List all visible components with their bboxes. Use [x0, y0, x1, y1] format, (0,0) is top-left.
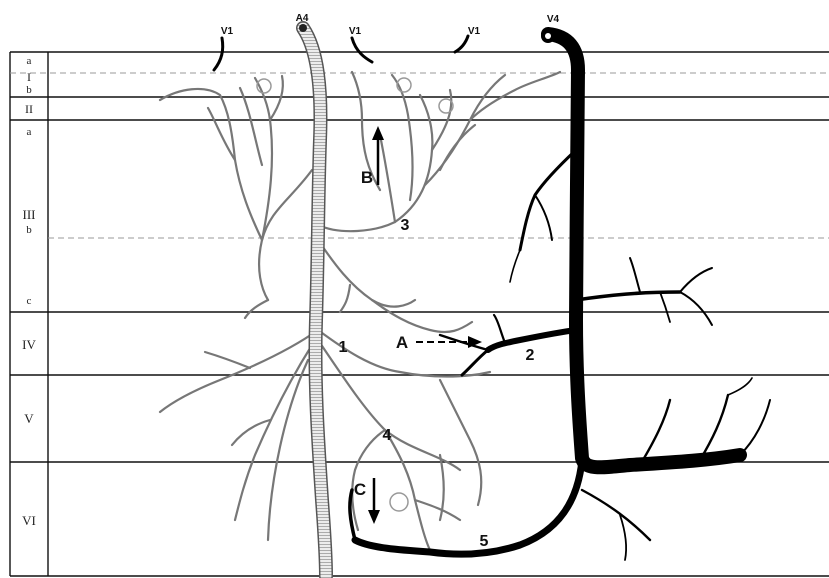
- vein-iii-b: [510, 250, 520, 282]
- branch-mid-d: [392, 75, 413, 200]
- vessel-labels: V1 A4 V1 V1 V4: [221, 13, 560, 37]
- vein-v-a: [640, 400, 670, 465]
- marker-1: 1: [339, 339, 348, 356]
- vein-v4-main: [548, 34, 740, 467]
- branch-lower-left-a: [160, 330, 318, 412]
- branch-lower-right-e: [415, 500, 460, 520]
- vein-iii-a: [535, 195, 552, 240]
- vein-right-iv: [576, 292, 680, 300]
- venule-v1-right: [455, 36, 468, 52]
- venule-v1-left: [214, 38, 223, 70]
- label-layer-iv: IV: [22, 337, 36, 352]
- branch-lower-right-a: [318, 340, 460, 470]
- artery-a4: [299, 24, 326, 576]
- marker-a: A: [396, 333, 408, 352]
- label-a4: A4: [296, 13, 309, 24]
- vein-right-iv-c: [680, 292, 712, 325]
- loop-4: [390, 493, 408, 511]
- marker-c: C: [354, 480, 366, 499]
- branch-mid-a: [318, 95, 432, 231]
- branch-lower-right-d: [440, 380, 481, 505]
- branch-right-a: [318, 240, 415, 307]
- label-v1-mid: V1: [349, 26, 362, 37]
- label-layer-iii-b: b: [26, 224, 32, 236]
- label-layer-i-a: a: [27, 55, 32, 67]
- branch-left-f: [245, 300, 268, 318]
- venous-system: [350, 29, 770, 560]
- artery-a4-opening: [299, 24, 307, 32]
- branch-left-c: [255, 78, 272, 240]
- vein-v4-lumen: [545, 33, 551, 39]
- layer-labels: a I b II a III b c IV V VI: [22, 55, 36, 528]
- vein-vi-a: [582, 490, 650, 540]
- vein-v-c: [740, 400, 770, 455]
- marker-2: 2: [526, 347, 535, 364]
- marker-3: 3: [401, 217, 410, 234]
- arterial-branches: [160, 72, 560, 550]
- label-layer-vi: VI: [22, 513, 36, 528]
- capillary-loops: [257, 78, 453, 511]
- branch-mid-h: [440, 125, 475, 170]
- label-layer-iii-c: c: [27, 295, 32, 307]
- branch-left-upper: [259, 170, 312, 300]
- vein-iii: [520, 150, 576, 250]
- label-v4: V4: [547, 14, 560, 25]
- label-layer-v: V: [24, 411, 34, 426]
- label-layer-iii: III: [23, 207, 36, 222]
- branch-left-e: [240, 88, 262, 165]
- vein-lower: [355, 460, 582, 554]
- sublayer-dashed-lines: [10, 73, 829, 238]
- label-layer-i: I: [27, 70, 31, 84]
- vein-iv-a: [462, 350, 488, 375]
- branch-right-b: [340, 285, 350, 312]
- vein-vi-b: [620, 515, 626, 560]
- label-layer-iii-a: a: [27, 126, 32, 138]
- label-v1-left: V1: [221, 26, 234, 37]
- label-v1-right: V1: [468, 26, 481, 37]
- vein-right-iv-a: [630, 258, 640, 292]
- vein-right-iv-d: [660, 292, 670, 322]
- venule-v1-mid: [352, 38, 372, 62]
- label-layer-ii: II: [25, 102, 33, 116]
- vein-v-d: [728, 378, 752, 395]
- label-layer-i-b: b: [26, 84, 32, 96]
- branch-lower-left-c: [235, 345, 312, 520]
- branch-mid-f: [425, 75, 505, 185]
- vein-iv-b: [494, 315, 505, 343]
- marker-5: 5: [480, 533, 489, 550]
- surface-venules: [214, 36, 468, 70]
- branch-left-d: [270, 76, 283, 120]
- branch-right-d: [372, 300, 472, 332]
- branch-mid-b: [380, 135, 395, 222]
- branch-lower-right-c: [385, 430, 430, 550]
- marker-4: 4: [383, 427, 392, 444]
- branch-lower-left-b: [205, 352, 250, 368]
- arrow-c-head: [368, 510, 380, 524]
- arrow-b-head: [372, 126, 384, 140]
- marker-b: B: [361, 168, 373, 187]
- marker-labels: A B C 1 2 3 4 5: [339, 168, 535, 550]
- vein-right-iv-b: [680, 268, 712, 292]
